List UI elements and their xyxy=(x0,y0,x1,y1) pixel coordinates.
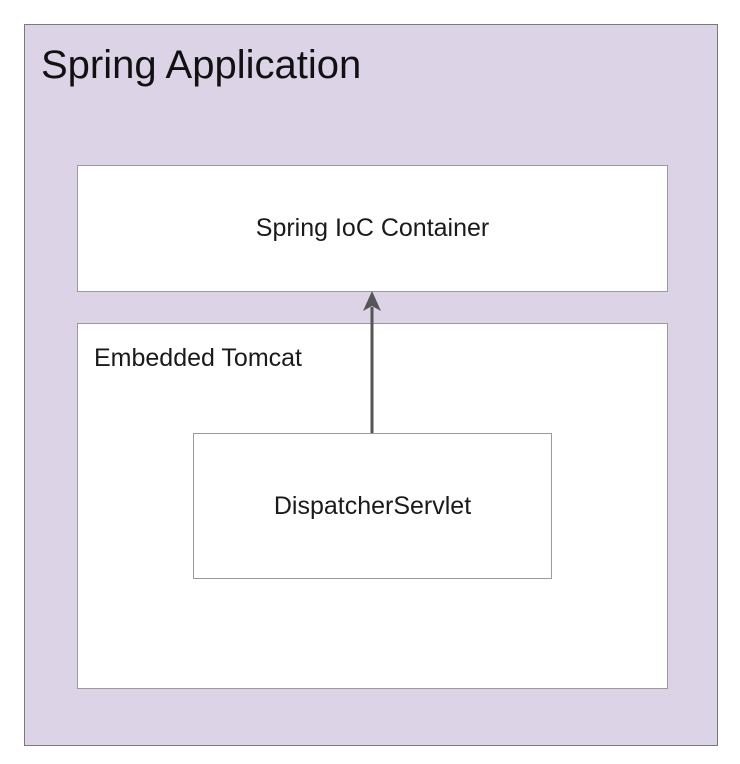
dispatcher-servlet-box: DispatcherServlet xyxy=(193,433,552,579)
dispatcher-servlet-label: DispatcherServlet xyxy=(273,491,472,520)
embedded-tomcat-label: Embedded Tomcat xyxy=(94,344,302,372)
spring-application-title: Spring Application xyxy=(41,43,362,87)
arrow-head-icon xyxy=(363,291,381,311)
spring-ioc-container-box: Spring IoC Container xyxy=(77,165,668,292)
spring-ioc-container-label: Spring IoC Container xyxy=(255,214,490,242)
spring-application-container: Spring Application Spring IoC Container … xyxy=(24,24,718,746)
